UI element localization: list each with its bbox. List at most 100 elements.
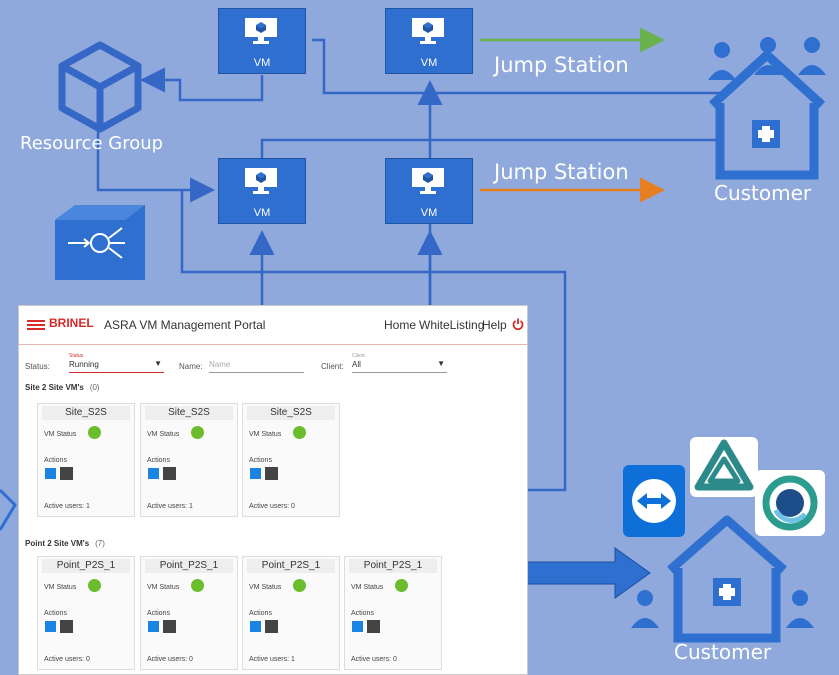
- actions-label: Actions: [351, 610, 374, 617]
- support-users-icon: [631, 590, 814, 628]
- active-users: Active users: 0: [351, 656, 397, 663]
- customer-label: Customer: [714, 181, 812, 205]
- name-input[interactable]: Name: [209, 360, 304, 373]
- active-users: Active users: 0: [147, 656, 193, 663]
- connect-button[interactable]: [148, 621, 159, 632]
- vm-card[interactable]: Site_S2S VM Status Actions Active users:…: [242, 403, 340, 517]
- vm-label: VM: [420, 207, 438, 219]
- connect-button[interactable]: [250, 468, 261, 479]
- nav-help[interactable]: Help: [482, 318, 507, 332]
- vm-card[interactable]: Point_P2S_1 VM Status Actions Active use…: [37, 556, 135, 670]
- actions-label: Actions: [249, 610, 272, 617]
- s2s-count: (0): [89, 383, 100, 392]
- client-value: All: [352, 360, 361, 369]
- vm-management-portal: BRINEL ASRA VM Management Portal Home Wh…: [18, 305, 528, 675]
- stop-button[interactable]: [60, 620, 73, 633]
- vm-label: VM: [253, 207, 271, 219]
- vm-card-name: Point_P2S_1: [247, 559, 335, 573]
- vm-node: VM: [385, 158, 473, 224]
- chevron-down-icon: ▼: [154, 359, 162, 368]
- actions-label: Actions: [147, 457, 170, 464]
- status-hint: Status: [69, 353, 84, 359]
- actions-label: Actions: [249, 457, 272, 464]
- status-value: Running: [69, 360, 99, 369]
- vm-card-name: Point_P2S_1: [349, 559, 437, 573]
- vm-label: VM: [253, 57, 271, 69]
- active-users: Active users: 1: [44, 503, 90, 510]
- s2s-title: Site 2 Site VM's: [25, 383, 84, 392]
- monitor-icon: [412, 168, 444, 194]
- status-indicator: [293, 579, 306, 592]
- p2s-title: Point 2 Site VM's: [25, 539, 90, 548]
- vm-card-name: Site_S2S: [145, 406, 233, 420]
- monitor-icon: [412, 18, 444, 44]
- vm-label: VM: [420, 57, 438, 69]
- vm-card[interactable]: Point_P2S_1 VM Status Actions Active use…: [140, 556, 238, 670]
- active-users: Active users: 0: [44, 656, 90, 663]
- name-filter-label: Name:: [179, 362, 203, 371]
- vm-node: VM: [218, 158, 306, 224]
- power-icon[interactable]: [512, 318, 524, 330]
- connect-button[interactable]: [250, 621, 261, 632]
- brinel-logo: [27, 317, 89, 335]
- s2s-section-title: Site 2 Site VM's (0): [25, 383, 100, 392]
- users-icon: [708, 37, 826, 80]
- active-users: Active users: 0: [249, 503, 295, 510]
- client-filter-label: Client:: [321, 362, 344, 371]
- stop-button[interactable]: [60, 467, 73, 480]
- vm-status-label: VM Status: [147, 584, 180, 591]
- stop-button[interactable]: [265, 620, 278, 633]
- connect-button[interactable]: [148, 468, 159, 479]
- nav-whitelisting[interactable]: WhiteListing: [419, 318, 485, 332]
- stop-button[interactable]: [367, 620, 380, 633]
- status-filter-label: Status:: [25, 362, 50, 371]
- vm-node: VM: [218, 8, 306, 74]
- monitor-icon: [245, 18, 277, 44]
- vm-status-label: VM Status: [249, 431, 282, 438]
- actions-label: Actions: [147, 610, 170, 617]
- status-indicator: [191, 426, 204, 439]
- resource-group-icon: [58, 41, 142, 133]
- stop-button[interactable]: [265, 467, 278, 480]
- vm-card-name: Point_P2S_1: [145, 559, 233, 573]
- p2s-section-title: Point 2 Site VM's (7): [25, 539, 105, 548]
- jump-station-label: Jump Station: [494, 160, 629, 184]
- status-select[interactable]: Running ▼: [69, 359, 164, 373]
- actions-label: Actions: [44, 610, 67, 617]
- status-indicator: [191, 579, 204, 592]
- vm-card-name: Site_S2S: [247, 406, 335, 420]
- stop-button[interactable]: [163, 620, 176, 633]
- connect-button[interactable]: [352, 621, 363, 632]
- status-indicator: [293, 426, 306, 439]
- actions-label: Actions: [44, 457, 67, 464]
- vm-card[interactable]: Point_P2S_1 VM Status Actions Active use…: [344, 556, 442, 670]
- resource-group-label: Resource Group: [20, 133, 164, 154]
- teamviewer-icon: [623, 465, 685, 537]
- vm-node: VM: [385, 8, 473, 74]
- connect-button[interactable]: [45, 621, 56, 632]
- portal-header: BRINEL ASRA VM Management Portal Home Wh…: [19, 306, 527, 345]
- stop-button[interactable]: [163, 467, 176, 480]
- vm-status-label: VM Status: [351, 584, 384, 591]
- vm-card[interactable]: Site_S2S VM Status Actions Active users:…: [140, 403, 238, 517]
- name-placeholder: Name: [209, 360, 231, 369]
- gateway-icon: [55, 205, 145, 280]
- webex-icon: [755, 470, 825, 536]
- vm-card[interactable]: Site_S2S VM Status Actions Active users:…: [37, 403, 135, 517]
- client-hint: Client: [352, 353, 365, 359]
- p2s-count: (7): [95, 539, 105, 548]
- vm-card[interactable]: Point_P2S_1 VM Status Actions Active use…: [242, 556, 340, 670]
- vm-status-label: VM Status: [249, 584, 282, 591]
- customer-label: Customer: [674, 640, 772, 664]
- connect-button[interactable]: [45, 468, 56, 479]
- customer-house-bottom-icon: [667, 515, 787, 643]
- active-users: Active users: 1: [147, 503, 193, 510]
- chevron-down-icon: ▼: [437, 359, 445, 368]
- vm-card-name: Site_S2S: [42, 406, 130, 420]
- nav-home[interactable]: Home: [384, 318, 417, 332]
- status-indicator: [88, 426, 101, 439]
- anydesk-like-icon: [690, 437, 758, 497]
- customer-house-icon: [708, 50, 826, 180]
- brand-name: BRINEL: [49, 316, 94, 330]
- client-select[interactable]: All ▼: [352, 359, 447, 373]
